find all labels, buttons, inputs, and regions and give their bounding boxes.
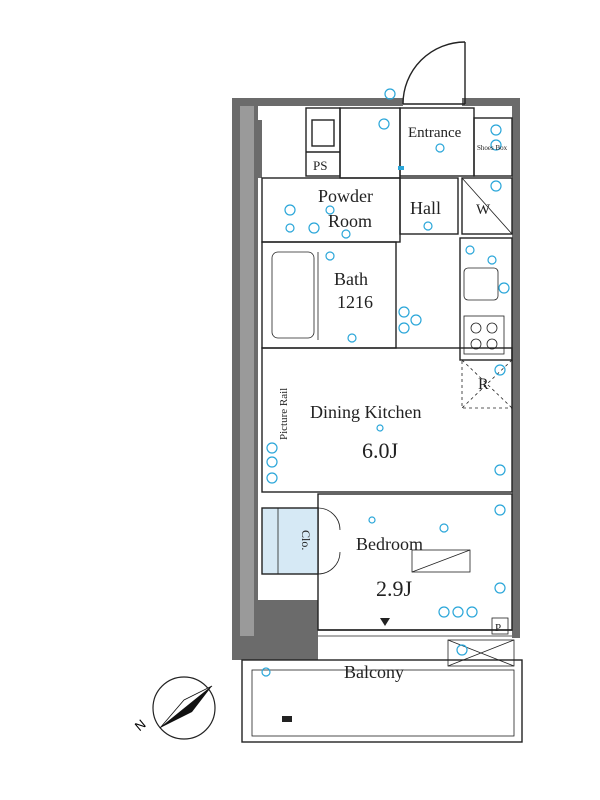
label-entrance: Entrance <box>408 125 462 141</box>
label-closet: Clo. <box>299 530 313 550</box>
label-shoes-box: Shoes Box <box>477 144 508 152</box>
entrance-door <box>402 41 466 105</box>
label-powder-1: Powder <box>318 186 373 206</box>
compass: N <box>132 676 216 740</box>
electrical-fixtures <box>261 88 510 677</box>
label-p: P <box>495 622 501 634</box>
label-washer: W <box>476 202 491 218</box>
label-refrigerator: R <box>478 376 489 393</box>
interior-walls <box>241 107 523 743</box>
label-picture-rail: Picture Rail <box>278 388 290 440</box>
label-dining-kitchen: Dining Kitchen <box>310 402 421 422</box>
label-bedroom-size: 2.9J <box>376 576 413 601</box>
door-marker <box>380 618 390 626</box>
label-bedroom: Bedroom <box>356 534 423 554</box>
label-bath-2: 1216 <box>337 292 373 312</box>
exterior-walls <box>232 98 520 660</box>
label-powder-2: Room <box>328 211 372 231</box>
compass-north-label: N <box>132 716 149 734</box>
label-bath-1: Bath <box>334 269 368 289</box>
label-balcony: Balcony <box>344 662 404 682</box>
label-dining-kitchen-size: 6.0J <box>362 438 399 463</box>
label-hall: Hall <box>410 198 441 218</box>
label-ps: PS <box>313 158 327 173</box>
